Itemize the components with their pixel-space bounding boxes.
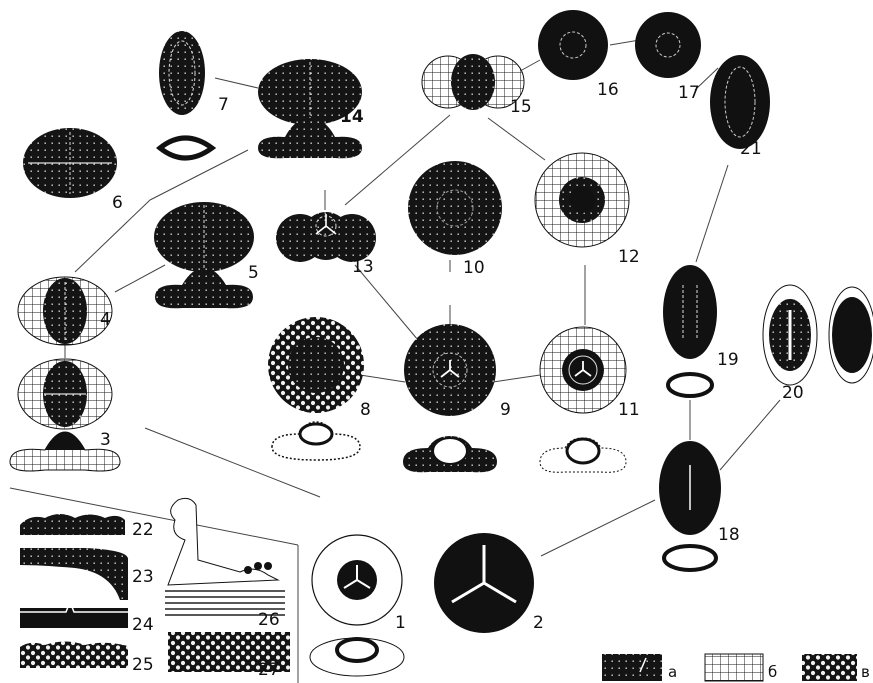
label-3: 3 — [100, 430, 111, 450]
spore-20 — [763, 285, 873, 385]
link-9-11 — [493, 375, 540, 382]
section-25 — [20, 642, 128, 669]
label-5: 5 — [248, 263, 259, 283]
spore-9 — [403, 324, 497, 472]
label-27: 27 — [258, 660, 280, 680]
legend-swatch-b — [705, 654, 763, 681]
spore-16 — [538, 10, 608, 80]
spore-18 — [659, 441, 721, 570]
label-23: 23 — [132, 567, 154, 587]
label-2: 2 — [533, 613, 544, 633]
label-11: 11 — [618, 400, 640, 420]
legend: а б в — [602, 654, 870, 681]
spore-13 — [276, 212, 376, 262]
spore-12 — [535, 153, 629, 247]
spore-21 — [710, 55, 770, 149]
label-19: 19 — [717, 350, 739, 370]
label-8: 8 — [360, 400, 371, 420]
label-16: 16 — [597, 80, 619, 100]
label-21: 21 — [740, 139, 762, 159]
label-24: 24 — [132, 615, 154, 635]
section-26 — [165, 498, 285, 616]
spore-19 — [663, 265, 717, 396]
link-21-19 — [696, 165, 728, 262]
label-6: 6 — [112, 193, 123, 213]
spore-2 — [434, 533, 534, 633]
legend-label-b: б — [768, 663, 777, 681]
link-8-9 — [360, 375, 405, 382]
link-4-5 — [115, 265, 165, 292]
label-20: 20 — [782, 383, 804, 403]
spore-10 — [408, 161, 502, 255]
label-14: 14 — [340, 107, 364, 127]
label-7: 7 — [218, 95, 229, 115]
link-18-20 — [720, 400, 780, 470]
spore-1 — [310, 535, 404, 676]
label-13: 13 — [352, 257, 374, 277]
label-1: 1 — [395, 613, 406, 633]
spore-11 — [540, 327, 626, 472]
label-18: 18 — [718, 525, 740, 545]
label-4: 4 — [100, 310, 111, 330]
label-12: 12 — [618, 247, 640, 267]
legend-swatch-c — [802, 654, 857, 681]
label-10: 10 — [463, 258, 485, 278]
label-25: 25 — [132, 655, 154, 675]
spore-4 — [18, 277, 112, 345]
section-22 — [20, 514, 125, 535]
label-22: 22 — [132, 520, 154, 540]
spore-6 — [23, 128, 117, 198]
legend-swatch-a — [602, 654, 662, 681]
inset-sections — [20, 498, 290, 672]
label-9: 9 — [500, 400, 511, 420]
label-26: 26 — [258, 610, 280, 630]
legend-label-a: а — [668, 663, 677, 681]
spore-17 — [635, 12, 701, 78]
label-15: 15 — [510, 97, 532, 117]
link-15-12 — [488, 118, 545, 160]
link-7-14 — [215, 78, 258, 88]
link-2-18 — [541, 500, 655, 556]
spore-8 — [268, 317, 364, 460]
spore-7 — [159, 31, 212, 158]
label-17: 17 — [678, 83, 700, 103]
section-23 — [20, 548, 128, 600]
spore-15 — [422, 54, 524, 110]
legend-label-c: в — [861, 663, 870, 681]
link-15-16 — [522, 60, 540, 70]
spore-5 — [154, 202, 254, 308]
spore-3 — [10, 359, 120, 471]
